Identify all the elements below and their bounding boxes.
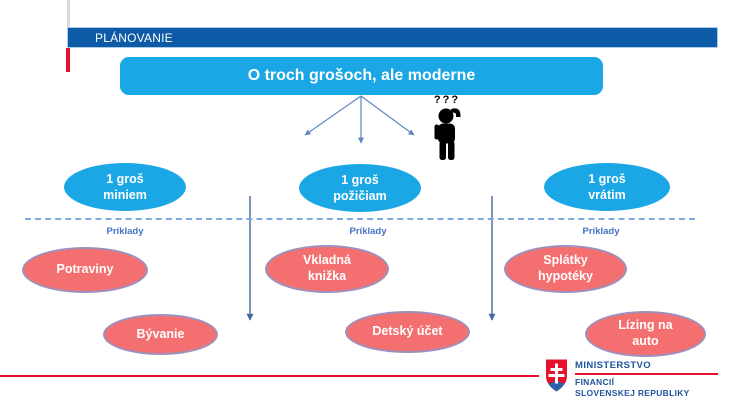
example-line: Splátky <box>543 253 588 268</box>
red-accent-mark <box>66 48 70 72</box>
arrow-title-to-left <box>304 95 362 136</box>
branch-bubble-pozicam: 1 groš požičiam <box>299 164 421 212</box>
examples-label-left: Príklady <box>106 226 144 237</box>
bubble-line: 1 groš <box>106 171 144 186</box>
examples-label-center: Príklady <box>349 226 387 237</box>
example-line: Potraviny <box>56 262 114 277</box>
slovak-coat-of-arms-icon <box>546 359 567 392</box>
branch-bubble-vratim: 1 groš vrátim <box>544 163 670 211</box>
example-line: Detský účet <box>372 324 443 339</box>
ministry-logo-text: MINISTERSTVO FINANCIÍ SLOVENSKEJ REPUBLI… <box>575 360 725 398</box>
question-marks: ??? <box>433 94 461 106</box>
slide-header-label: PLÁNOVANIE <box>95 30 173 45</box>
example-line: Bývanie <box>136 326 185 341</box>
person-icon <box>434 108 461 160</box>
confused-person: ??? <box>424 95 470 161</box>
ministry-line-3: SLOVENSKEJ REPUBLIKY <box>575 388 690 398</box>
slide-title: O troch grošoch, ale moderne <box>247 67 476 84</box>
slide-header-bar: PLÁNOVANIE <box>67 27 718 48</box>
top-gray-accent <box>67 0 70 28</box>
footer-red-line <box>0 375 539 377</box>
example-vkladna-knizka: Vkladná knižka <box>265 245 389 293</box>
ministry-line-2: FINANCIÍ <box>575 377 615 387</box>
ministry-line-1: MINISTERSTVO <box>575 360 652 371</box>
branch-bubble-miniem: 1 groš miniem <box>64 163 186 211</box>
bubble-line: miniem <box>103 188 147 202</box>
slide-title-box: O troch grošoch, ale moderne <box>120 57 603 95</box>
example-line: auto <box>632 334 659 348</box>
example-line: hypotéky <box>538 269 593 283</box>
example-potraviny: Potraviny <box>22 247 148 293</box>
bubble-line: 1 groš <box>341 172 379 187</box>
example-detsky-ucet: Detský účet <box>345 311 470 353</box>
bubble-line: vrátim <box>588 188 626 202</box>
ministry-red-rule <box>575 373 718 375</box>
arrow-title-to-right <box>360 95 415 136</box>
example-lizing-na-auto: Lízing na auto <box>585 311 706 357</box>
example-splatky-hypoteky: Splátky hypotéky <box>504 245 627 293</box>
example-byvanie: Bývanie <box>103 314 218 355</box>
example-line: Lízing na <box>618 318 673 333</box>
example-line: knižka <box>307 269 347 283</box>
examples-label-right: Príklady <box>582 226 620 237</box>
dashed-divider <box>25 218 695 220</box>
example-line: Vkladná <box>303 253 351 268</box>
bubble-line: požičiam <box>333 189 387 203</box>
bubble-line: 1 groš <box>588 171 626 186</box>
